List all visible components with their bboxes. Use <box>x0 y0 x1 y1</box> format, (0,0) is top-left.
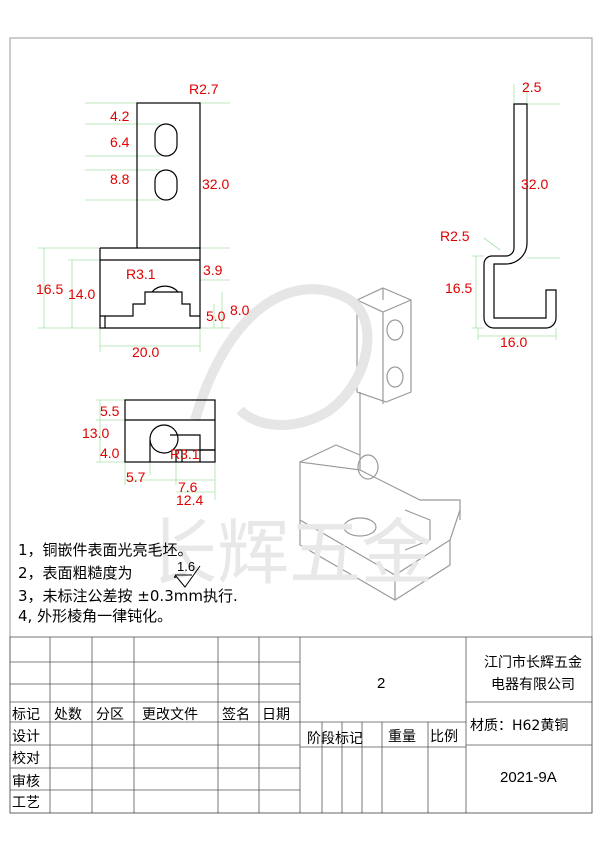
header-weight: 重量 <box>388 729 416 745</box>
company-line-2: 电器有限公司 <box>491 677 575 693</box>
note-2: 2，表面粗糙度为. <box>18 564 178 582</box>
header-signature: 签名 <box>222 707 250 723</box>
dim-8-8: 8.8 <box>110 171 130 187</box>
dim-32-0: 32.0 <box>202 176 229 192</box>
header-zone: 分区 <box>96 707 124 723</box>
header-stage: 阶段标记 <box>307 731 363 747</box>
roughness-value: 1.6 <box>177 559 195 574</box>
drawing-date: 2021-9A <box>500 769 557 786</box>
title-block <box>9 636 593 814</box>
dim-5-0: 5.0 <box>206 308 226 324</box>
dim-bot-13-0: 13.0 <box>82 425 109 441</box>
watermark-text: 长辉五金 <box>145 511 433 595</box>
header-count: 处数 <box>54 707 82 723</box>
row-review: 审核 <box>12 774 40 790</box>
dim-side-16-0: 16.0 <box>500 334 527 350</box>
note-2-text: 2，表面粗糙度为 <box>18 564 133 582</box>
note-4: 4, 外形棱角一律钝化。 <box>18 607 173 625</box>
dim-4-2: 4.2 <box>110 108 130 124</box>
row-process: 工艺 <box>12 795 40 811</box>
note-3: 3，未标注公差按 ±0.3mm执行. <box>18 587 238 605</box>
material-label: 材质：H62黄铜 <box>470 718 569 734</box>
header-change-doc: 更改文件 <box>142 707 198 723</box>
side-view: 2.5 32.0 R2.5 16.5 16.0 <box>440 79 560 350</box>
dim-3-9: 3.9 <box>203 262 223 278</box>
dim-bot-5-5: 5.5 <box>100 403 120 419</box>
header-mark: 标记 <box>12 707 40 723</box>
dim-20-0: 20.0 <box>132 344 159 360</box>
dim-14-0: 14.0 <box>68 286 95 302</box>
bottom-view: 5.5 13.0 4.0 R3.1 5.7 7.6 12.4 <box>82 399 216 508</box>
dim-r-3-1: R3.1 <box>126 266 156 282</box>
dim-side-32-0: 32.0 <box>521 176 548 192</box>
note-1: 1，铜嵌件表面光亮毛坯。 <box>18 541 193 559</box>
header-scale: 比例 <box>430 729 458 745</box>
quantity-value: 2 <box>377 675 386 692</box>
dim-r-top: R2.7 <box>189 81 219 97</box>
company-line-1: 江门市长辉五金 <box>484 655 582 671</box>
dim-bot-r-3-1: R3.1 <box>170 446 200 462</box>
dim-bot-5-7: 5.7 <box>126 469 146 485</box>
dim-16-5: 16.5 <box>36 281 63 297</box>
front-view: R2.7 4.2 6.4 8.8 32.0 R3.1 3.9 16.5 14.0… <box>36 81 250 360</box>
row-design: 设计 <box>12 729 40 745</box>
dim-bot-12-4: 12.4 <box>176 492 203 508</box>
isometric-view <box>299 287 461 602</box>
dim-side-16-5: 16.5 <box>445 280 472 296</box>
dim-8-0: 8.0 <box>230 302 250 318</box>
row-check: 校对 <box>12 751 40 767</box>
dim-6-4: 6.4 <box>110 134 130 150</box>
dim-side-r-2-5: R2.5 <box>440 228 470 244</box>
dim-bot-7-6: 7.6 <box>178 479 198 495</box>
dim-bot-4-0: 4.0 <box>100 445 120 461</box>
watermark-swash <box>190 284 373 430</box>
dim-side-2-5: 2.5 <box>522 79 542 95</box>
header-date: 日期 <box>262 707 290 723</box>
roughness-symbol: 1.6 <box>174 559 201 588</box>
